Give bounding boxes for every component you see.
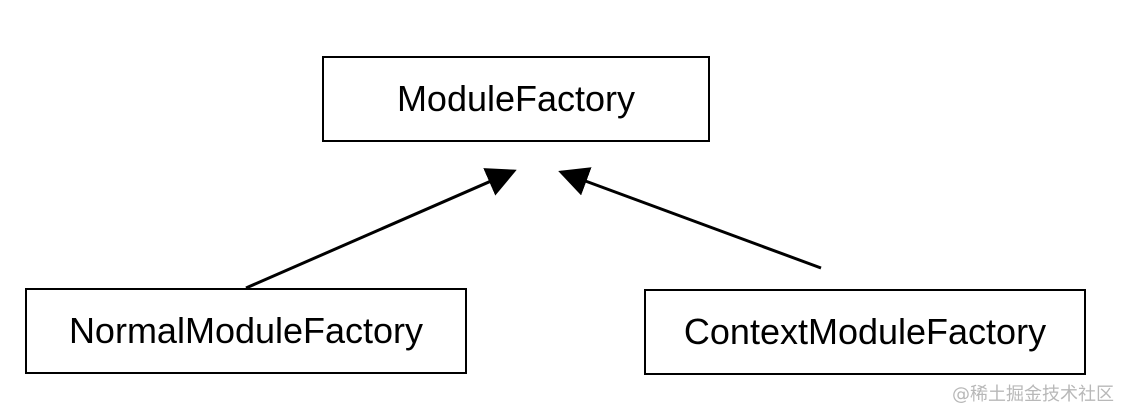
watermark: @稀土掘金技术社区 <box>952 384 1114 405</box>
edge-context-to-module <box>558 167 822 270</box>
node-normal-module-factory: NormalModuleFactory <box>25 288 467 374</box>
node-normal-module-factory-label: NormalModuleFactory <box>68 310 424 351</box>
node-context-module-factory: ContextModuleFactory <box>644 289 1086 375</box>
node-context-module-factory-label: ContextModuleFactory <box>683 311 1047 352</box>
node-module-factory: ModuleFactory <box>322 56 710 142</box>
node-module-factory-label: ModuleFactory <box>396 78 636 119</box>
edge-normal-to-module <box>245 168 517 290</box>
